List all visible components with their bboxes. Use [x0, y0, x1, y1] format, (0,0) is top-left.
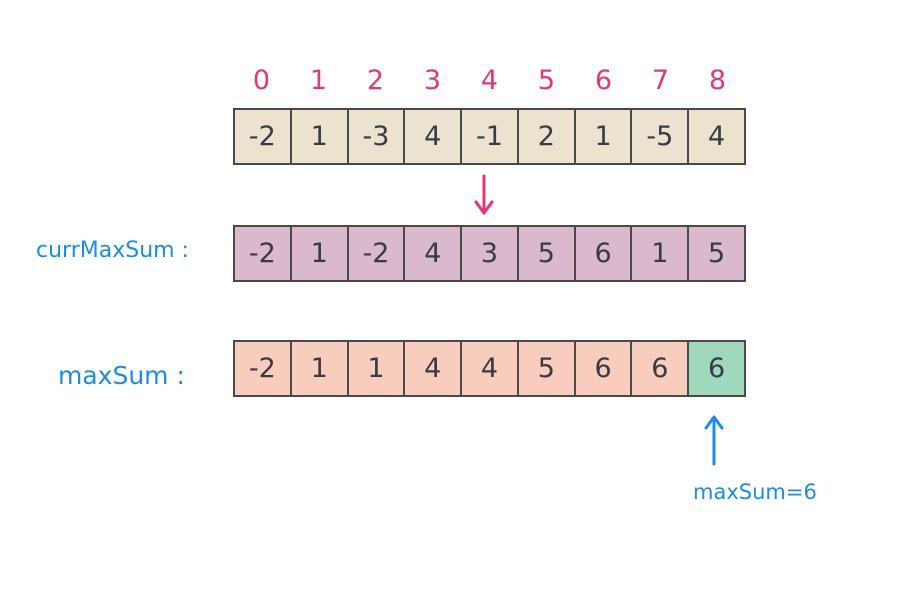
array-cell: 6 — [632, 342, 690, 395]
index-label: 4 — [480, 64, 499, 96]
curr-max-sum-label: currMaxSum : — [36, 238, 189, 263]
array-cell: 4 — [405, 342, 463, 395]
array-cell: 1 — [291, 342, 349, 395]
down-arrow-icon — [474, 174, 494, 215]
array-cell: 6 — [575, 227, 633, 280]
array-cell: 5 — [689, 227, 745, 280]
index-row: 0 1 2 3 4 5 6 7 8 — [233, 60, 746, 100]
max-sum-label: maxSum : — [58, 361, 185, 390]
index-label: 1 — [309, 64, 328, 96]
array-cell: -1 — [462, 110, 519, 163]
index-label: 6 — [594, 64, 613, 96]
max-cell: 6 — [689, 342, 745, 395]
array-cell: 4 — [689, 110, 745, 163]
array-cell: 1 — [575, 110, 633, 163]
array-cell: 4 — [405, 110, 463, 163]
index-label: 0 — [252, 64, 271, 96]
array-cell: 5 — [518, 227, 576, 280]
array-cell: 2 — [518, 110, 576, 163]
array-cell: -3 — [348, 110, 406, 163]
array-cell: 1 — [291, 227, 349, 280]
array-cell: 1 — [632, 227, 690, 280]
up-arrow-icon — [704, 415, 724, 466]
array-cell: -2 — [235, 110, 292, 163]
array-cell: 5 — [518, 342, 576, 395]
index-label: 7 — [651, 64, 670, 96]
array-cell: -2 — [348, 227, 406, 280]
array-cell: 3 — [462, 227, 519, 280]
array-cell: 4 — [462, 342, 519, 395]
index-label: 5 — [537, 64, 556, 96]
index-label: 8 — [708, 64, 727, 96]
array-cell: 1 — [348, 342, 406, 395]
array-cell: 4 — [405, 227, 463, 280]
array-cell: 1 — [291, 110, 349, 163]
array-cell: -2 — [235, 342, 292, 395]
index-label: 3 — [423, 64, 442, 96]
array-cell: -5 — [632, 110, 690, 163]
array-cell: 6 — [575, 342, 633, 395]
result-note: maxSum=6 — [693, 480, 817, 504]
array-cell: -2 — [235, 227, 292, 280]
index-label: 2 — [366, 64, 385, 96]
